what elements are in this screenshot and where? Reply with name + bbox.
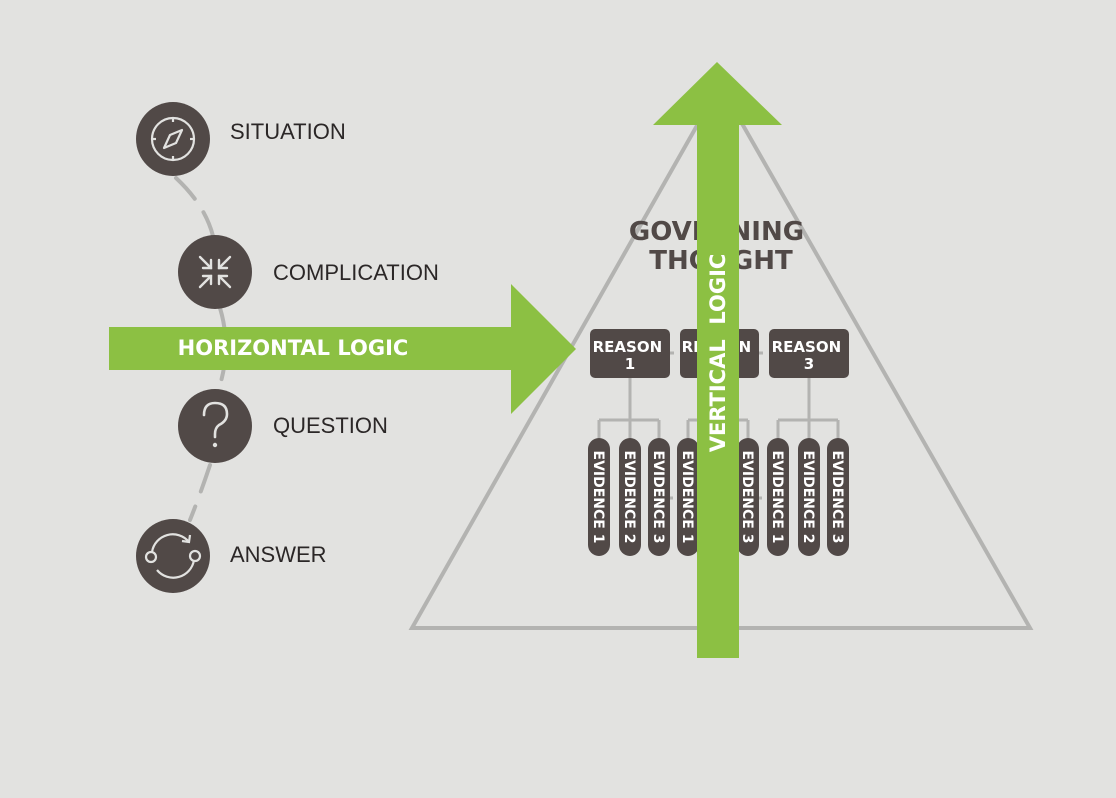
step-label-answer: ANSWER xyxy=(230,542,327,567)
step-label-situation: SITUATION xyxy=(230,119,346,144)
step-situation: SITUATION xyxy=(136,102,346,176)
step-answer: ANSWER xyxy=(136,519,327,593)
evidence-pill: EVIDENCE 1 xyxy=(767,438,789,556)
vertical-logic-arrow: VERTICAL LOGIC xyxy=(653,62,782,658)
reason-1-label: REASON 1 xyxy=(593,338,668,373)
question-mark-icon xyxy=(202,401,229,448)
step-complication: COMPLICATION xyxy=(178,235,439,309)
evidence-label: EVIDENCE 2 xyxy=(800,451,816,544)
evidence-label: EVIDENCE 2 xyxy=(621,451,637,544)
cycle-icon xyxy=(144,533,202,579)
evidence-label: EVIDENCE 1 xyxy=(769,451,785,544)
step-question: QUESTION xyxy=(178,389,388,463)
compass-icon xyxy=(150,116,196,162)
step-label-complication: COMPLICATION xyxy=(273,260,439,285)
evidence-pill: EVIDENCE 3 xyxy=(648,438,670,556)
evidence-pill: EVIDENCE 2 xyxy=(619,438,641,556)
step-connector xyxy=(174,176,228,522)
evidence-pill: EVIDENCE 3 xyxy=(827,438,849,556)
evidence-label: EVIDENCE 3 xyxy=(829,451,845,544)
vertical-logic-label: VERTICAL LOGIC xyxy=(706,254,730,453)
horizontal-logic-label: HORIZONTAL LOGIC xyxy=(178,336,409,360)
reason-box-1: REASON 1 xyxy=(590,329,670,378)
evidence-pill: EVIDENCE 1 xyxy=(677,438,699,556)
evidence-label: EVIDENCE 1 xyxy=(679,451,695,544)
evidence-pill: EVIDENCE 1 xyxy=(588,438,610,556)
evidence-pill: EVIDENCE 3 xyxy=(737,438,759,556)
reason-3-label: REASON 3 xyxy=(772,338,847,373)
evidence-pill: EVIDENCE 2 xyxy=(798,438,820,556)
horizontal-logic-arrow: HORIZONTAL LOGIC xyxy=(109,284,576,414)
compress-arrows-icon xyxy=(198,255,232,289)
step-label-question: QUESTION xyxy=(273,413,388,438)
evidence-label: EVIDENCE 3 xyxy=(739,451,755,544)
evidence-label: EVIDENCE 1 xyxy=(590,451,606,544)
evidence-label: EVIDENCE 3 xyxy=(650,451,666,544)
reason-box-3: REASON 3 xyxy=(769,329,849,378)
